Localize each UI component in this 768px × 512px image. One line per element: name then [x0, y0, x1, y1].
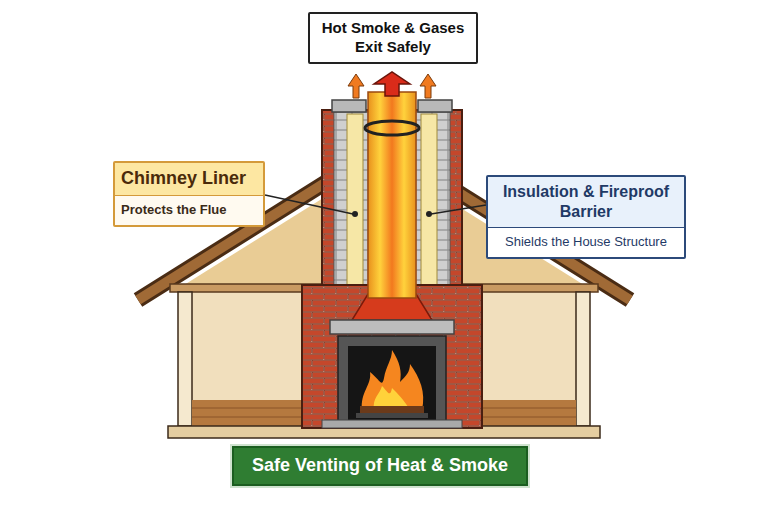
log [360, 406, 424, 414]
leader-line [265, 195, 353, 214]
smoke-arrow-small [420, 74, 436, 98]
fireplace-bricks [302, 285, 482, 428]
leader-dot [426, 211, 432, 217]
node-body: Shields the House Structure [488, 228, 684, 257]
smoke-arrow-small [348, 74, 364, 98]
label-box: Chimney LinerProtects the Flue [113, 161, 265, 227]
left-floor [192, 400, 302, 426]
floor-plank [192, 408, 302, 409]
floor-plank [482, 408, 576, 409]
node-heading: Insulation & Fireproof Barrier [488, 177, 684, 228]
left-room [192, 290, 302, 402]
firebox-surround [338, 336, 446, 422]
firebox [348, 346, 436, 420]
callout-box: Hot Smoke & Gases Exit Safely [308, 12, 478, 64]
node-heading: Chimney Liner [115, 163, 263, 196]
node-body: Protects the Flue [115, 196, 263, 225]
insulation-right [421, 114, 437, 298]
floor-plank [192, 417, 302, 418]
right-floor [482, 400, 576, 426]
label-box: Insulation & Fireproof BarrierShields th… [486, 175, 686, 259]
node-heading: Safe Venting of Heat & Smoke [234, 448, 526, 484]
chimney-cap [418, 100, 452, 112]
mantel [330, 320, 454, 334]
hearth [322, 420, 462, 428]
leader-dot [352, 211, 358, 217]
chimney-cap [332, 100, 366, 112]
left-wall [178, 292, 192, 426]
flame [362, 350, 423, 410]
grate [356, 413, 428, 418]
right-wall [576, 292, 590, 426]
node-heading: Hot Smoke & Gases Exit Safely [310, 14, 476, 62]
smoke-arrow [374, 72, 410, 96]
banner-box: Safe Venting of Heat & Smoke [232, 446, 528, 486]
floor-plank [482, 417, 576, 418]
right-room [482, 290, 576, 402]
insulation-left [347, 114, 363, 298]
liner-ring [365, 121, 419, 135]
leader-line [431, 205, 486, 214]
